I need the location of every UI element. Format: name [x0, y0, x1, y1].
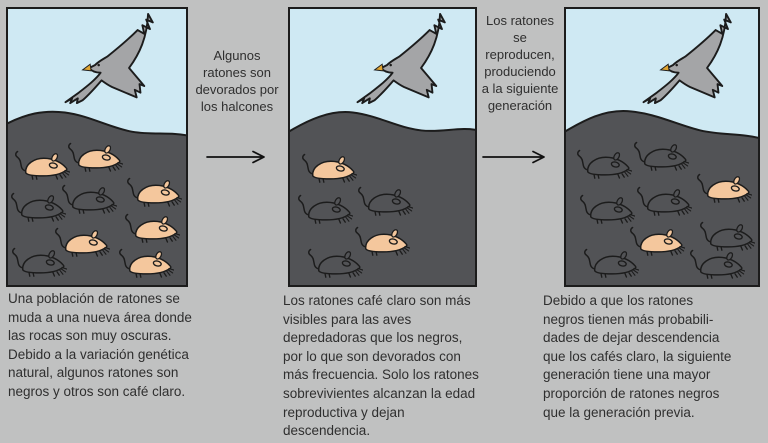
panel-after-predation [288, 7, 477, 287]
mouse-dark-icon [307, 247, 364, 280]
mouse-light-icon [126, 176, 183, 209]
mouse-light-icon [54, 226, 111, 259]
mouse-light-icon [301, 152, 358, 185]
mouse-dark-icon [357, 185, 414, 218]
hawk-icon [64, 12, 154, 105]
caption-next-generation: Debido a que los ratones negros tienen m… [543, 293, 732, 420]
arrow-right-icon [206, 149, 270, 170]
mouse-dark-icon [10, 191, 67, 224]
mouse-dark-icon [11, 246, 68, 279]
caption-generation-1: Una población de ratones se muda a una n… [8, 291, 192, 399]
arrow-right-icon [482, 149, 550, 170]
hawk-icon [642, 12, 732, 105]
mouse-light-icon [67, 141, 124, 174]
panel-2-mice [290, 9, 475, 285]
transition-text-reproduction: Los ratones se reproducen, produciendo a… [481, 13, 559, 113]
mouse-light-icon [124, 212, 181, 245]
mouse-light-icon [118, 247, 175, 280]
panel-next-generation [564, 7, 760, 287]
panel-1-mice [8, 9, 186, 285]
caption-after-predation: Los ratones café claro son más visibles … [283, 293, 479, 439]
mouse-dark-icon [689, 248, 746, 281]
mouse-dark-icon [699, 220, 756, 253]
mouse-light-icon [629, 225, 686, 258]
mouse-dark-icon [583, 247, 640, 280]
panel-3-mice [566, 9, 758, 285]
mouse-dark-icon [579, 193, 636, 226]
panel-generation-1 [6, 7, 188, 287]
mouse-light-icon [14, 149, 71, 182]
mouse-light-icon [696, 172, 753, 205]
mouse-dark-icon [636, 185, 693, 218]
mouse-dark-icon [576, 148, 633, 181]
mouse-dark-icon [633, 140, 690, 173]
transition-text-predation: Algunos ratones son devorados por los ha… [195, 48, 279, 114]
hawk-icon [356, 12, 446, 105]
mouse-light-icon [354, 225, 411, 258]
mouse-dark-icon [61, 183, 118, 216]
mouse-dark-icon [297, 193, 354, 226]
